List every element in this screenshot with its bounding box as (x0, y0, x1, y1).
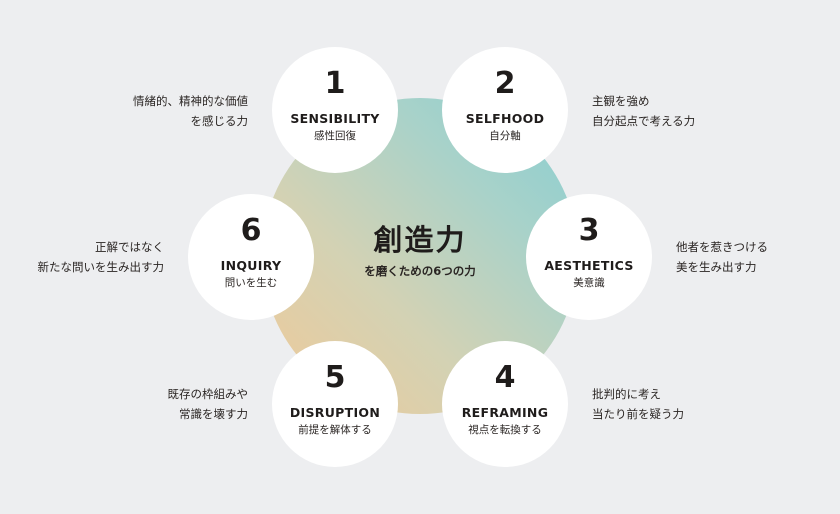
desc-aesthetics: 他者を惹きつける 美を生み出す力 (676, 237, 768, 277)
node-name-en: INQUIRY (220, 258, 282, 273)
desc-line: 自分起点で考える力 (592, 114, 696, 128)
node-reframing: 4 REFRAMING 視点を転換する (442, 341, 568, 467)
node-inquiry: 6 INQUIRY 問いを生む (188, 194, 314, 320)
node-selfhood: 2 SELFHOOD 自分軸 (442, 47, 568, 173)
node-number: 2 (494, 66, 516, 101)
desc-line: を感じる力 (190, 114, 249, 128)
desc-line: 常識を壊す力 (179, 407, 248, 421)
node-name-ja: 感性回復 (314, 130, 356, 142)
node-name-en: AESTHETICS (544, 258, 634, 273)
node-aesthetics: 3 AESTHETICS 美意識 (526, 194, 652, 320)
desc-inquiry: 正解ではなく 新たな問いを生み出す力 (38, 237, 165, 277)
node-number: 3 (578, 213, 600, 248)
node-sensibility: 1 SENSIBILITY 感性回復 (272, 47, 398, 173)
node-number: 4 (494, 360, 516, 395)
core-label: 創造力 を磨くための6つの力 (320, 222, 520, 279)
desc-line: 既存の枠組みや (167, 387, 249, 401)
node-number: 5 (324, 360, 346, 395)
desc-line: 他者を惹きつける (676, 240, 768, 254)
node-name-ja: 視点を転換する (468, 424, 542, 436)
desc-line: 美を生み出す力 (676, 260, 757, 274)
core-subtitle: を磨くための6つの力 (364, 264, 476, 278)
node-name-ja: 問いを生む (224, 277, 278, 289)
node-number: 6 (240, 213, 262, 248)
desc-line: 正解ではなく (95, 240, 164, 254)
node-number: 1 (324, 66, 346, 101)
node-name-en: SELFHOOD (465, 111, 545, 126)
node-name-ja: 美意識 (573, 277, 605, 289)
desc-reframing: 批判的に考え 当たり前を疑う力 (592, 384, 684, 424)
node-name-ja: 前提を解体する (298, 424, 372, 436)
desc-line: 批判的に考え (592, 387, 661, 401)
core-title: 創造力 (373, 223, 467, 257)
node-name-en: SENSIBILITY (290, 111, 380, 126)
desc-selfhood: 主観を強め 自分起点で考える力 (592, 91, 695, 131)
desc-sensibility: 情緒的、精神的な価値 を感じる力 (133, 91, 248, 131)
node-name-ja: 自分軸 (489, 130, 521, 142)
desc-line: 情緒的、精神的な価値 (133, 94, 248, 108)
node-disruption: 5 DISRUPTION 前提を解体する (272, 341, 398, 467)
desc-line: 新たな問いを生み出す力 (37, 260, 165, 274)
desc-line: 主観を強め (592, 94, 650, 108)
desc-line: 当たり前を疑う力 (592, 407, 684, 421)
desc-disruption: 既存の枠組みや 常識を壊す力 (168, 384, 249, 424)
node-name-en: REFRAMING (461, 405, 549, 420)
node-name-en: DISRUPTION (289, 405, 381, 420)
